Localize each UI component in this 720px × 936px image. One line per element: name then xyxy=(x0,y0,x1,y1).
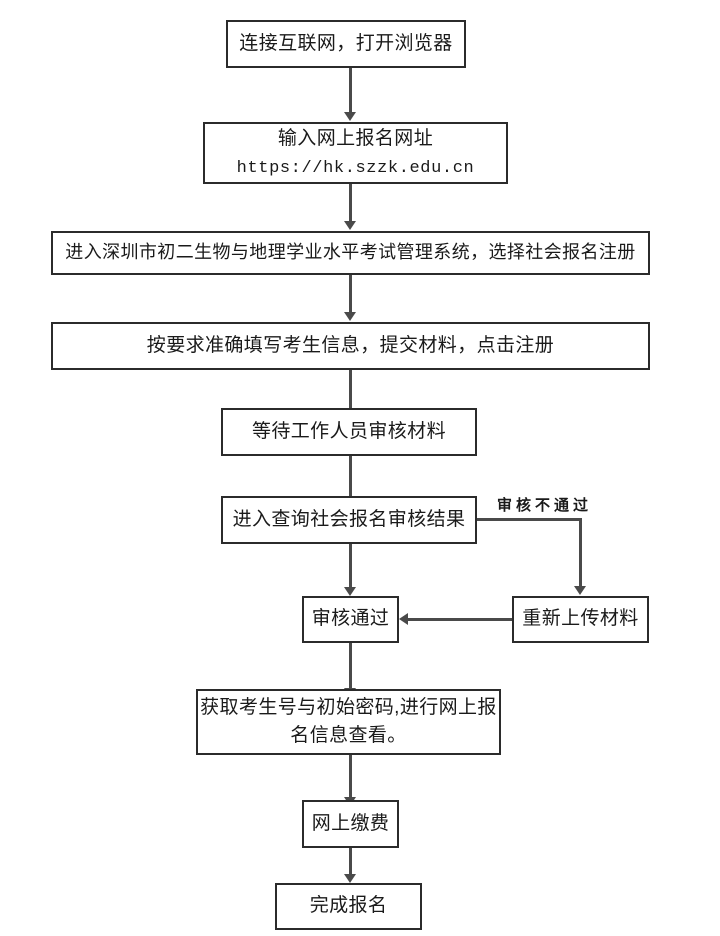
arrowhead-connect-to-url xyxy=(344,112,356,121)
node-enter-url-address[interactable]: https://hk.szzk.edu.cn xyxy=(236,158,475,178)
node-enter-system-label: 进入深圳市初二生物与地理学业水平考试管理系统，选择社会报名注册 xyxy=(65,242,636,263)
node-online-payment-label: 网上缴费 xyxy=(311,812,390,834)
connector-waiting-to-query xyxy=(349,456,352,497)
connector-reupload-to-approved xyxy=(408,618,512,621)
node-reupload-materials[interactable]: 重新上传材料 xyxy=(512,596,649,643)
node-get-exam-number-label-line2: 名信息查看。 xyxy=(290,725,407,746)
node-review-approved-label: 审核通过 xyxy=(311,608,390,630)
node-fill-candidate-info-label: 按要求准确填写考生信息，提交材料，点击注册 xyxy=(146,334,555,356)
connector-query-to-reupload-vertical xyxy=(579,518,582,587)
node-query-review-result[interactable]: 进入查询社会报名审核结果 xyxy=(221,496,477,544)
arrowhead-query-to-reupload xyxy=(574,586,586,595)
node-wait-for-review[interactable]: 等待工作人员审核材料 xyxy=(221,408,477,456)
node-get-exam-number-label-line1: 获取考生号与初始密码,进行网上报 xyxy=(200,696,497,718)
node-registration-complete[interactable]: 完成报名 xyxy=(275,883,422,930)
connector-fillform-to-waiting xyxy=(349,370,352,410)
node-get-exam-number[interactable]: 获取考生号与初始密码,进行网上报 名信息查看。 xyxy=(196,689,501,755)
node-connect-internet[interactable]: 连接互联网，打开浏览器 xyxy=(226,20,466,68)
node-fill-candidate-info[interactable]: 按要求准确填写考生信息，提交材料，点击注册 xyxy=(51,322,650,370)
arrowhead-system-to-fillform xyxy=(344,312,356,321)
node-registration-complete-label: 完成报名 xyxy=(309,895,388,917)
node-enter-url[interactable]: 输入网上报名网址 https://hk.szzk.edu.cn xyxy=(203,122,508,184)
node-reupload-materials-label: 重新上传材料 xyxy=(522,608,639,630)
arrowhead-reupload-to-approved xyxy=(399,613,408,625)
connector-query-to-approved xyxy=(349,544,352,588)
node-query-review-result-label: 进入查询社会报名审核结果 xyxy=(232,508,466,530)
node-online-payment[interactable]: 网上缴费 xyxy=(302,800,399,848)
edge-label-review-rejected: 审核不通过 xyxy=(497,497,593,514)
connector-query-to-reupload-horizontal xyxy=(477,518,582,521)
node-enter-system[interactable]: 进入深圳市初二生物与地理学业水平考试管理系统，选择社会报名注册 xyxy=(51,231,650,275)
connector-payment-to-finish xyxy=(349,848,352,876)
node-connect-internet-label: 连接互联网，打开浏览器 xyxy=(239,32,453,54)
connector-approved-to-getnumber xyxy=(349,643,352,689)
connector-url-to-system xyxy=(349,184,352,222)
arrowhead-url-to-system xyxy=(344,221,356,230)
node-enter-url-label: 输入网上报名网址 xyxy=(277,128,434,149)
node-wait-for-review-label: 等待工作人员审核材料 xyxy=(251,420,446,442)
connector-connect-to-url xyxy=(349,68,352,114)
connector-system-to-fillform xyxy=(349,275,352,313)
connector-getnumber-to-payment xyxy=(349,755,352,798)
node-review-approved[interactable]: 审核通过 xyxy=(302,596,399,643)
arrowhead-payment-to-finish xyxy=(344,874,356,883)
arrowhead-query-to-approved xyxy=(344,587,356,596)
